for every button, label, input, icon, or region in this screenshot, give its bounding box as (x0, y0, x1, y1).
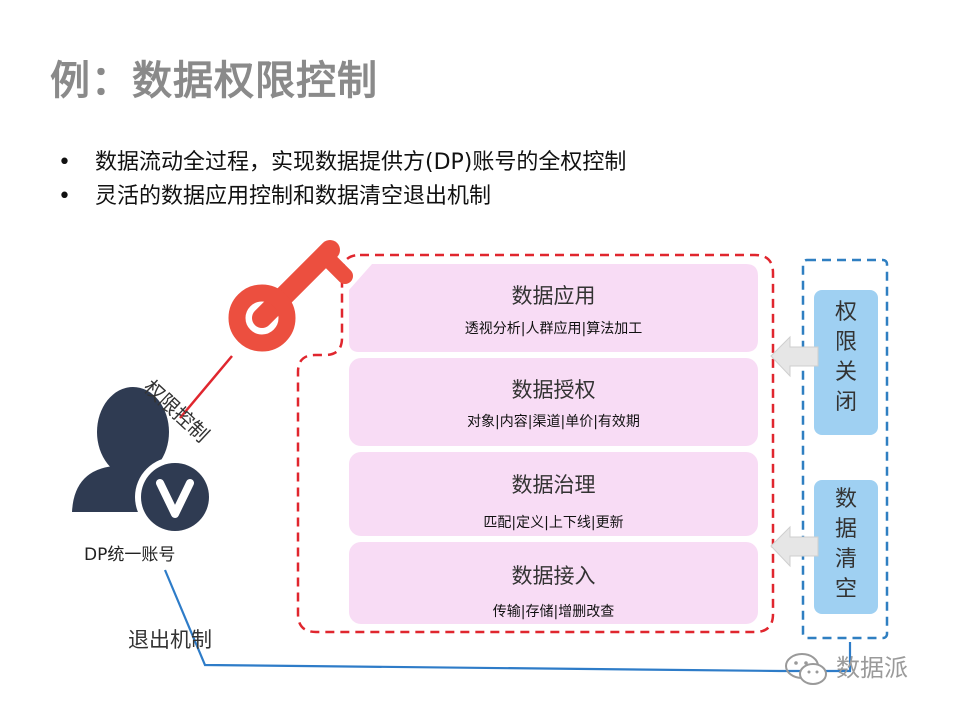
side-char: 空 (834, 577, 857, 602)
side-label-permission-off: 权 限 关 闭 (814, 298, 878, 418)
layer-subtitle-apply: 透视分析|人群应用|算法加工 (464, 321, 643, 337)
side-char: 关 (834, 360, 857, 385)
side-label-data-clear: 数 据 清 空 (814, 485, 878, 605)
layer-title-govern: 数据治理 (511, 473, 596, 497)
layer-title-ingest: 数据接入 (511, 564, 596, 588)
blue-dashed-frame (801, 258, 889, 640)
side-char: 闭 (834, 390, 857, 415)
watermark-text: 数据派 (836, 654, 908, 682)
arrow-left-icon (770, 525, 819, 568)
exit-flow-line (163, 569, 852, 673)
side-char: 限 (834, 330, 857, 355)
bullet-text: 数据流动全过程，实现数据提供方(DP)账号的全权控制 (95, 150, 627, 175)
side-char: 清 (834, 547, 857, 572)
layer-box-ingest (349, 542, 758, 624)
side-char: 数 (834, 487, 857, 512)
layer-title-apply: 数据应用 (511, 284, 596, 308)
red-dashed-frame (296, 253, 775, 634)
wechat-icon (785, 653, 827, 685)
layer-title-authorize: 数据授权 (511, 378, 596, 402)
permission-slash (179, 355, 233, 419)
side-char: 权 (834, 300, 857, 325)
key-icon (228, 240, 353, 352)
bullet-dot: • (58, 184, 71, 209)
side-box-data-clear (814, 480, 878, 614)
side-box-permission-off (814, 290, 878, 435)
bullet-dot: • (58, 150, 71, 175)
page-title: 例：数据权限控制 (50, 58, 378, 104)
layer-subtitle-authorize: 对象|内容|渠道|单价|有效期 (467, 414, 640, 430)
layer-subtitle-ingest: 传输|存储|增删改查 (492, 604, 615, 620)
layer-subtitle-govern: 匹配|定义|上下线|更新 (483, 515, 624, 531)
arrow-left-icon (770, 335, 819, 378)
layer-box-govern (349, 452, 758, 536)
bullet-list: • 数据流动全过程，实现数据提供方(DP)账号的全权控制 • 灵活的数据应用控制和数… (58, 146, 626, 214)
bullet-text: 灵活的数据应用控制和数据清空退出机制 (95, 184, 492, 209)
exit-mechanism-label: 退出机制 (128, 628, 212, 652)
layer-box-apply (349, 264, 758, 352)
v-badge-icon (135, 457, 215, 537)
layer-box-authorize (349, 358, 758, 446)
bullet-item: • 灵活的数据应用控制和数据清空退出机制 (58, 180, 626, 214)
bullet-item: • 数据流动全过程，实现数据提供方(DP)账号的全权控制 (58, 146, 626, 180)
account-label: DP统一账号 (84, 545, 176, 565)
side-char: 据 (834, 517, 857, 542)
